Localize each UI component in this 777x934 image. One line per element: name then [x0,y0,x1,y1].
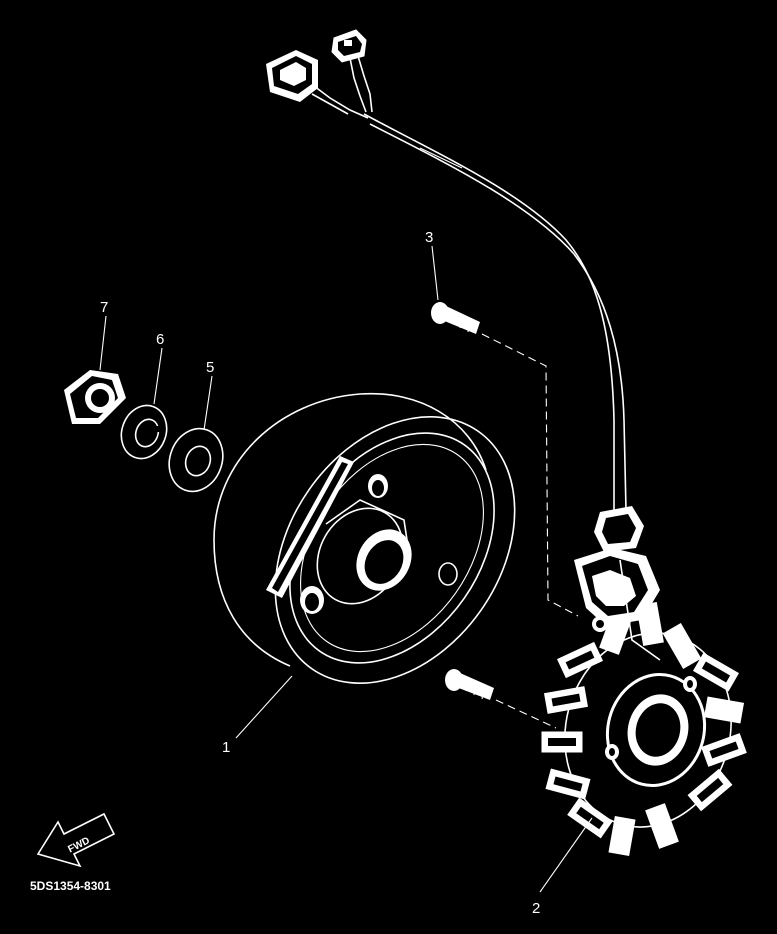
stator-coils [541,601,747,857]
stator-assembly [541,548,747,857]
leader-lines [99,245,593,893]
forward-label: FWD [66,835,91,855]
nut [64,370,126,424]
screw-lower [445,669,557,729]
callout-7: 7 [100,299,108,316]
flywheel-rotor [213,392,516,684]
connector-small [331,29,373,113]
callout-1: 1 [222,739,230,756]
figure-part-number: 5DS1354-8301 [30,879,111,893]
connector-large [266,50,369,119]
callout-5: 5 [206,359,214,376]
lock-washer [120,404,168,460]
callout-6: 6 [156,331,164,348]
forward-direction-arrow-icon: FWD [36,812,116,868]
callout-3: 3 [425,229,433,246]
washer-plate [168,427,224,493]
screw-upper [431,302,579,617]
wiring-harness [266,29,644,552]
callout-2: 2 [532,900,540,917]
